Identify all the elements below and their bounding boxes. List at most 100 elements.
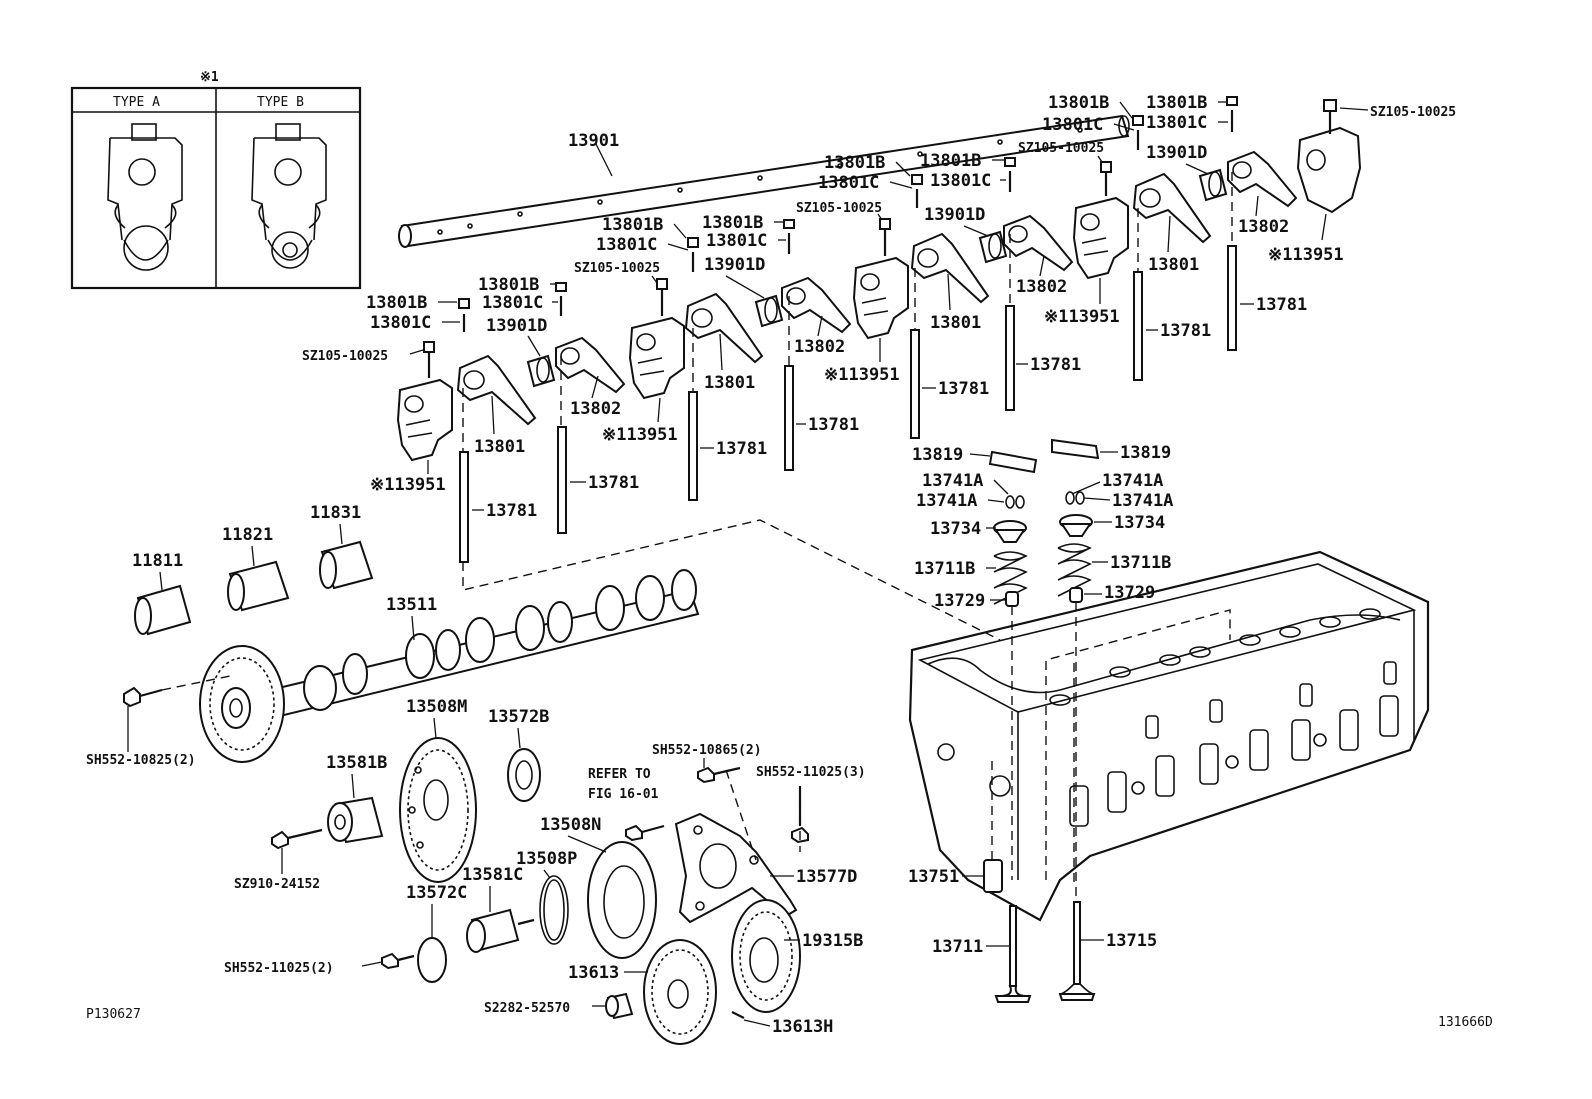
assembly-line-1: [462, 519, 1001, 641]
inset-mark: ※1: [200, 70, 219, 85]
label-g1-13802: 13802: [570, 399, 621, 419]
label-g4-13802: 13802: [1238, 217, 1289, 237]
label-g2-13801b-a: 13801B: [602, 215, 663, 235]
rocker-group-3: [852, 157, 1074, 439]
label-g3-sz105: SZ105-10025: [796, 201, 882, 216]
valve-parts: [983, 438, 1100, 1003]
label-11821: 11821: [222, 525, 273, 545]
cam-bushes: [134, 540, 374, 636]
label-13711: 13711: [932, 937, 983, 957]
footer-left-code: P130627: [86, 1007, 141, 1022]
label-g2-13901d: 13901D: [704, 255, 765, 275]
label-13715: 13715: [1106, 931, 1157, 951]
label-g4-13801c-b: 13801C: [1146, 113, 1207, 133]
label-g4-13901d: 13901D: [1146, 143, 1207, 163]
rocker-group-1-labels: 13801B 13801C 13801B 13801C SZ105-10025 …: [302, 275, 639, 521]
label-g4-13801b-a: 13801B: [1048, 93, 1109, 113]
label-g1-13801c-b: 13801C: [482, 293, 543, 313]
label-refer-fig: FIG 16-01: [588, 787, 659, 802]
label-13734-b: 13734: [1114, 513, 1165, 533]
inset-type-b-label: TYPE B: [257, 95, 304, 110]
timing-gears: [271, 737, 809, 1045]
label-rocker-shaft: 13901: [568, 131, 619, 151]
label-camshaft: 13511: [386, 595, 437, 615]
label-13729-a: 13729: [934, 591, 985, 611]
label-g3-13801b-b: 13801B: [920, 151, 981, 171]
label-13729-b: 13729: [1104, 583, 1155, 603]
label-g3-13801b-a: 13801B: [824, 153, 885, 173]
label-g1-13801b-a: 13801B: [366, 293, 427, 313]
label-g3-13951: ※113951: [824, 365, 900, 385]
label-13741a-1: 13741A: [922, 471, 983, 491]
label-g4-sz105-right: SZ105-10025: [1370, 105, 1456, 120]
rocker-group-4-labels: 13801B 13801C 13801B 13801C SZ105-10025 …: [1018, 93, 1456, 341]
label-13572c: 13572C: [406, 883, 467, 903]
label-g2-13801b-b: 13801B: [702, 213, 763, 233]
label-sh552-10825: SH552-10825(2): [86, 753, 196, 768]
label-g4-13781-a: 13781: [1160, 321, 1211, 341]
label-g4-13951: ※113951: [1044, 307, 1120, 327]
rocker-group-4: [1072, 96, 1362, 381]
label-13751: 13751: [908, 867, 959, 887]
label-13741a-4: 13741A: [1112, 491, 1173, 511]
rocker-group-2: [628, 219, 852, 501]
label-11831: 11831: [310, 503, 361, 523]
label-13819-a: 13819: [912, 445, 963, 465]
label-s2282: S2282-52570: [484, 1001, 570, 1016]
label-13819-b: 13819: [1120, 443, 1171, 463]
label-13734-a: 13734: [930, 519, 981, 539]
label-g2-13801c-b: 13801C: [706, 231, 767, 251]
label-g1-13901d: 13901D: [486, 316, 547, 336]
label-g1-13781-a: 13781: [486, 501, 537, 521]
label-13581b: 13581B: [326, 753, 387, 773]
label-g4-13801: 13801: [1148, 255, 1199, 275]
inset-panel: ※1 TYPE A TYPE B: [70, 70, 362, 290]
label-13508p: 13508P: [516, 849, 577, 869]
label-g3-13781-a: 13781: [938, 379, 989, 399]
label-g2-13781-a: 13781: [716, 439, 767, 459]
label-g1-13801c-a: 13801C: [370, 313, 431, 333]
label-11811: 11811: [132, 551, 183, 571]
label-13711b-a: 13711B: [914, 559, 975, 579]
label-13711b-b: 13711B: [1110, 553, 1171, 573]
label-g3-13802: 13802: [1016, 277, 1067, 297]
footer-right-code: 131666D: [1438, 1015, 1493, 1030]
rocker-support-type-a: [107, 123, 183, 271]
label-g2-13801c-a: 13801C: [596, 235, 657, 255]
label-13741a-3: 13741A: [1102, 471, 1163, 491]
label-g2-sz105: SZ105-10025: [574, 261, 660, 276]
label-13508m: 13508M: [406, 697, 467, 717]
rocker-group-2-labels: 13801B 13801C 13801B 13801C SZ105-10025 …: [574, 213, 859, 459]
label-g3-13801c-a: 13801C: [818, 173, 879, 193]
label-sz910: SZ910-24152: [234, 877, 320, 892]
label-sh552-11025-2: SH552-11025(2): [224, 961, 334, 976]
label-g1-sz105: SZ105-10025: [302, 349, 388, 364]
label-g2-13781-b: 13781: [808, 415, 859, 435]
label-13613h: 13613H: [772, 1017, 833, 1037]
label-g3-13781-b: 13781: [1030, 355, 1081, 375]
rocker-group-3-labels: 13801B 13801C 13801B 13801C SZ105-10025 …: [796, 151, 1081, 399]
label-g1-13951: ※113951: [370, 475, 446, 495]
label-g2-13801: 13801: [704, 373, 755, 393]
label-19315b: 19315B: [802, 931, 863, 951]
label-g2-13802: 13802: [794, 337, 845, 357]
label-refer-to: REFER TO: [588, 767, 651, 782]
label-g4-13951-right: ※113951: [1268, 245, 1344, 265]
label-g3-13801: 13801: [930, 313, 981, 333]
label-g4-13781-b: 13781: [1256, 295, 1307, 315]
label-g3-13901d: 13901D: [924, 205, 985, 225]
label-g3-13801c-b: 13801C: [930, 171, 991, 191]
label-13572b: 13572B: [488, 707, 549, 727]
rocker-support-type-b: [251, 123, 327, 269]
label-13613: 13613: [568, 963, 619, 983]
inset-type-a-label: TYPE A: [113, 95, 160, 110]
label-g4-13801c-a: 13801C: [1042, 115, 1103, 135]
label-g1-13781-b: 13781: [588, 473, 639, 493]
label-13577d: 13577D: [796, 867, 857, 887]
label-g1-13801: 13801: [474, 437, 525, 457]
timing-labels: 13508M 13572B 13581B SZ910-24152 SH552-1…: [224, 697, 866, 1037]
label-13581c: 13581C: [462, 865, 523, 885]
label-g2-13951: ※113951: [602, 425, 678, 445]
